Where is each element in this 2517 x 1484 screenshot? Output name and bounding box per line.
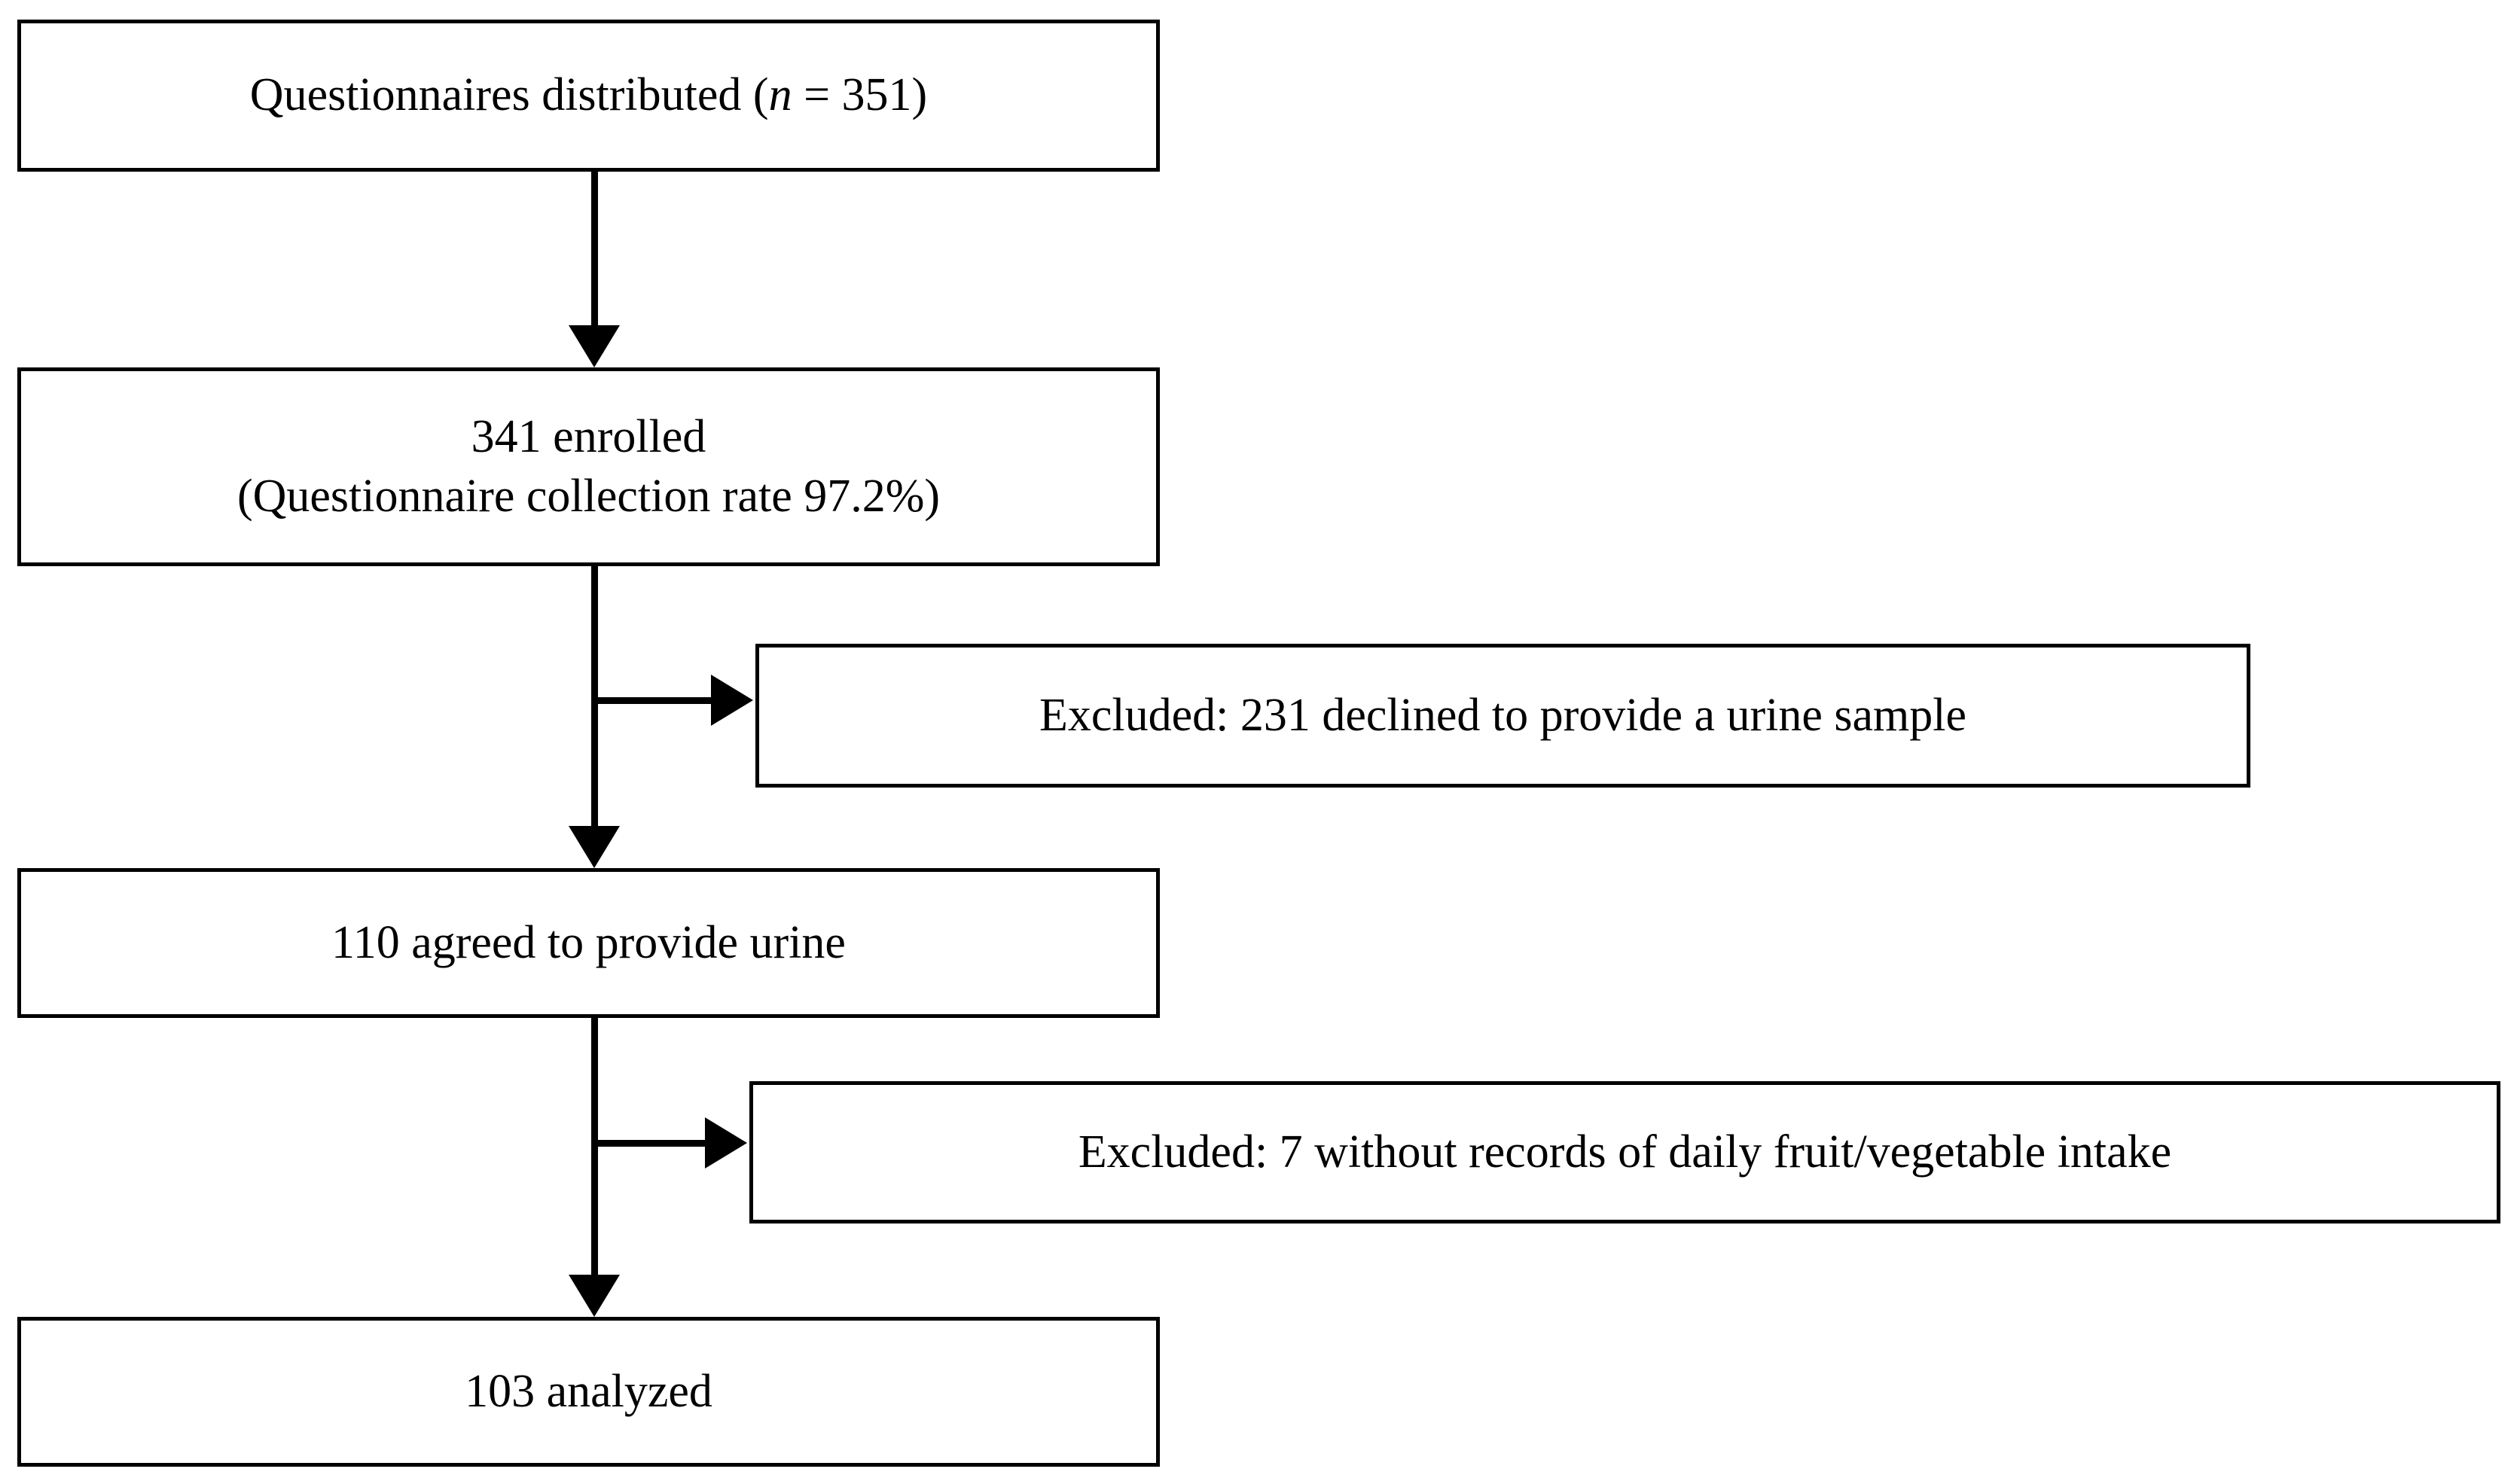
node-analyzed: 103 analyzed xyxy=(17,1317,1160,1467)
arrowhead-right-icon xyxy=(705,1117,747,1169)
node-excluded-declined-urine: Excluded: 231 declined to provide a urin… xyxy=(755,644,2250,788)
connector-line-horizontal xyxy=(594,697,711,704)
arrowhead-down-icon xyxy=(569,826,620,868)
arrowhead-down-icon xyxy=(569,325,620,367)
arrowhead-down-icon xyxy=(569,1275,620,1317)
node-excluded-no-intake-records-label: Excluded: 7 without records of daily fru… xyxy=(1078,1126,2172,1178)
node-questionnaires-distributed-label: Questionnaires distributed (n = 351) xyxy=(249,69,928,121)
connector-line-vertical xyxy=(591,1018,598,1278)
node-agreed-provide-urine-label: 110 agreed to provide urine xyxy=(331,916,846,968)
node-excluded-no-intake-records: Excluded: 7 without records of daily fru… xyxy=(749,1081,2500,1223)
connector-line-horizontal xyxy=(594,1140,705,1147)
node-enrolled-rate-label: (Questionnaire collection rate 97.2%) xyxy=(236,471,941,522)
node-questionnaires-distributed: Questionnaires distributed (n = 351) xyxy=(17,20,1160,172)
connector-line-vertical xyxy=(591,172,598,327)
node-enrolled: 341 enrolled (Questionnaire collection r… xyxy=(17,367,1160,566)
arrowhead-right-icon xyxy=(711,675,753,726)
node-enrolled-count-label: 341 enrolled xyxy=(471,410,706,462)
node-excluded-declined-urine-label: Excluded: 231 declined to provide a urin… xyxy=(1039,689,1966,741)
connector-line-vertical xyxy=(591,566,598,827)
node-agreed-provide-urine: 110 agreed to provide urine xyxy=(17,868,1160,1018)
node-analyzed-label: 103 analyzed xyxy=(465,1365,712,1417)
